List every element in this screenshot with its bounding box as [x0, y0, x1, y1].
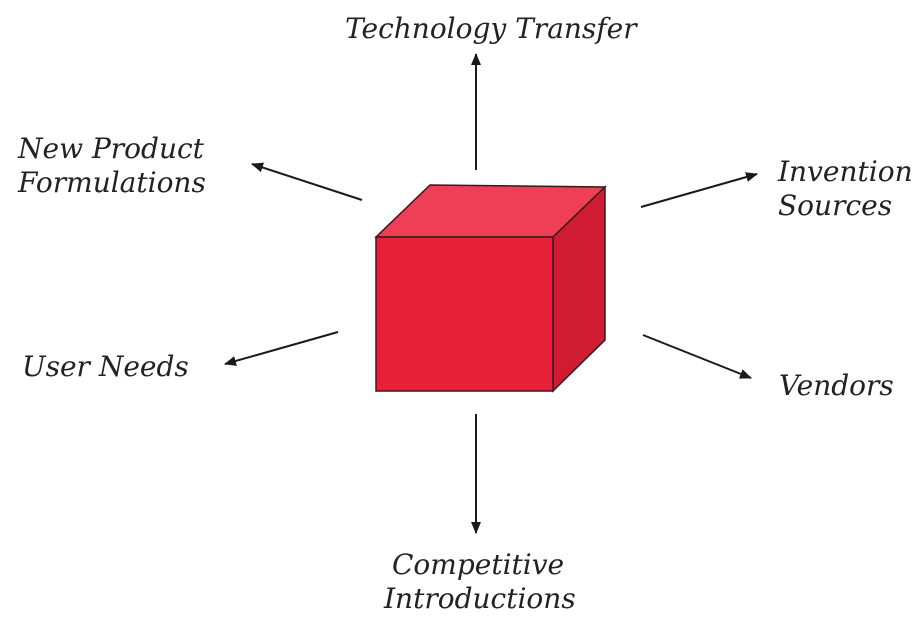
label-vendors-text: Vendors: [779, 369, 894, 402]
label-new-product-line2: Formulations: [18, 166, 206, 199]
arrow-vendors: [642, 334, 752, 379]
label-competitive-introductions: Competitive Introductions: [384, 548, 576, 616]
label-user-needs: User Needs: [22, 350, 189, 384]
label-invention-sources-line1: Invention: [778, 155, 912, 188]
label-technology-transfer-text: Technology Transfer: [345, 12, 637, 45]
arrow-user-needs: [224, 331, 339, 366]
label-new-product-line1: New Product: [18, 132, 204, 165]
label-invention-sources-line2: Sources: [778, 189, 893, 222]
arrow-new-product-formulations: [251, 162, 363, 201]
label-new-product-formulations: New Product Formulations: [18, 132, 206, 200]
label-competitive-introductions-line2: Introductions: [384, 582, 576, 615]
arrow-invention-sources: [640, 172, 758, 208]
label-technology-transfer: Technology Transfer: [345, 12, 637, 46]
label-user-needs-text: User Needs: [22, 350, 189, 383]
central-cube: [374, 184, 607, 393]
label-invention-sources: Invention Sources: [778, 155, 912, 223]
cube-front-face: [375, 236, 554, 392]
label-vendors: Vendors: [779, 369, 894, 403]
label-competitive-introductions-line1: Competitive: [392, 548, 565, 581]
